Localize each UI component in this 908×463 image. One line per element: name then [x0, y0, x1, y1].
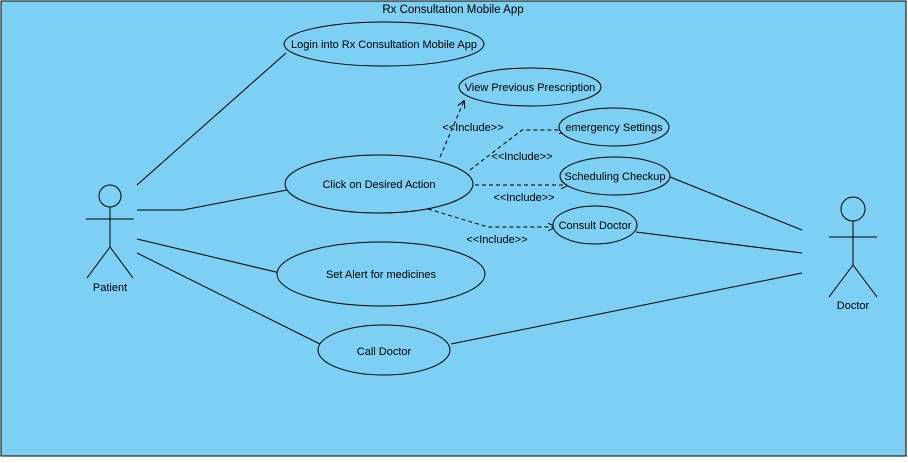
include-click-view — [439, 101, 464, 158]
use-case-scheduling-checkup[interactable]: Scheduling Checkup — [559, 156, 671, 196]
use-case-set-alert[interactable]: Set Alert for medicines — [276, 241, 486, 307]
actor-patient[interactable]: Patient — [86, 184, 134, 294]
use-case-sched-label: Scheduling Checkup — [565, 171, 666, 183]
association-patient-call — [136, 252, 323, 346]
use-case-alert-label: Set Alert for medicines — [326, 269, 437, 281]
use-case-call-label: Call Doctor — [357, 346, 412, 358]
association-doctor-sched — [669, 176, 803, 231]
system-title: Rx Consultation Mobile App — [382, 4, 523, 16]
use-case-emergency-settings[interactable]: emergency Settings — [558, 107, 670, 147]
association-doctor-call — [450, 272, 803, 345]
use-case-call-doctor[interactable]: Call Doctor — [317, 324, 451, 376]
actor-patient-label: Patient — [93, 282, 127, 294]
use-case-view-label: View Previous Prescription — [465, 82, 596, 94]
association-doctor-consult — [635, 231, 803, 254]
include-label-consult: <<Include>> — [466, 234, 527, 246]
include-click-consult — [427, 208, 555, 227]
association-patient-click — [137, 189, 288, 211]
include-label-emergency: <<Include>> — [491, 151, 552, 163]
actor-doctor-label: Doctor — [837, 300, 870, 312]
use-case-view-prescription[interactable]: View Previous Prescription — [458, 67, 602, 107]
use-case-emergency-label: emergency Settings — [565, 122, 663, 134]
use-case-consult-label: Consult Doctor — [559, 220, 632, 232]
use-case-consult-doctor[interactable]: Consult Doctor — [552, 205, 638, 245]
association-patient-alert — [136, 238, 281, 274]
include-click-emergency — [469, 130, 566, 171]
include-label-view: <<Include>> — [442, 122, 503, 134]
use-case-click-label: Click on Desired Action — [322, 179, 435, 191]
use-case-login[interactable]: Login into Rx Consultation Mobile App — [283, 21, 485, 67]
use-case-click-action[interactable]: Click on Desired Action — [284, 154, 474, 214]
include-label-sched: <<Include>> — [493, 192, 554, 204]
association-patient-login — [136, 52, 287, 186]
actor-doctor[interactable]: Doctor — [828, 196, 878, 312]
use-case-login-label: Login into Rx Consultation Mobile App — [291, 39, 477, 51]
